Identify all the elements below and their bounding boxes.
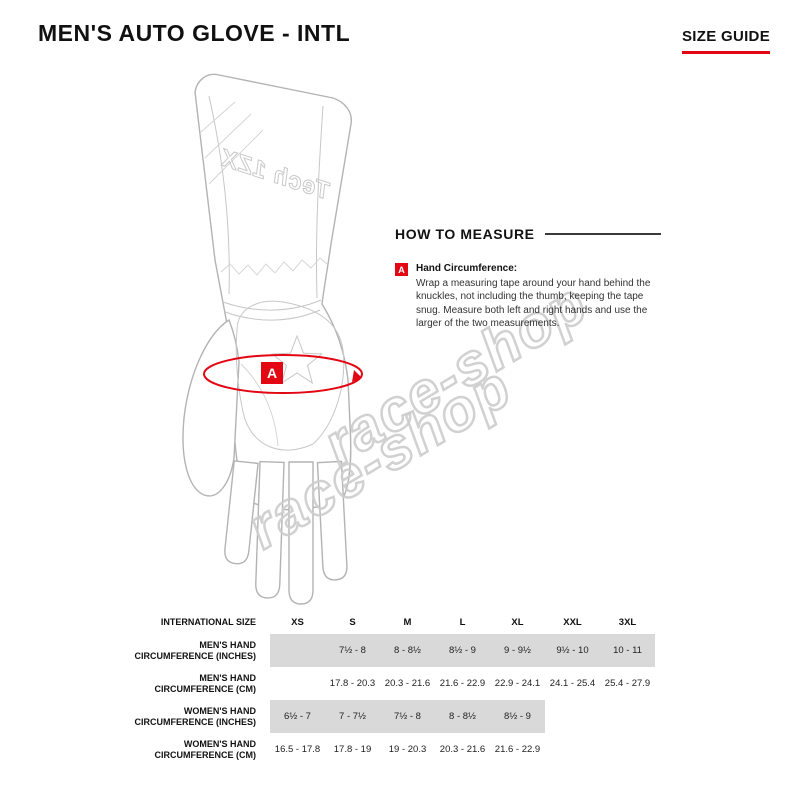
size-cell: 19 - 20.3	[388, 744, 427, 755]
size-cell	[600, 700, 655, 733]
measure-item-text: Wrap a measuring tape around your hand b…	[416, 277, 651, 330]
size-cell	[270, 634, 325, 667]
col-header-xxl: XXL	[563, 616, 582, 628]
glove-finger-index	[316, 460, 348, 581]
size-cell: 21.6 - 22.9	[439, 678, 486, 689]
glove-svg: Tech 1ZX A	[182, 73, 363, 605]
cuff-seam-left	[208, 95, 230, 295]
col-header-m: M	[403, 616, 412, 628]
col-header-l: L	[459, 616, 466, 628]
cuff-mesh-2	[204, 113, 252, 159]
col-header-xl: XL	[511, 616, 524, 628]
col-header-s: S	[349, 616, 356, 628]
size-cell	[600, 733, 655, 766]
size-guide: SIZE GUIDE	[681, 28, 770, 54]
size-cell: 7 - 7½	[325, 700, 380, 733]
measure-item-title: Hand Circumference:	[416, 263, 518, 274]
palm-pad	[235, 300, 345, 451]
size-cell: 20.3 - 21.6	[439, 744, 486, 755]
size-cell: 8½ - 9	[435, 634, 490, 667]
size-cell	[270, 667, 325, 700]
size-table: INTERNATIONAL SIZE XS S M L XL XXL 3XL M…	[112, 610, 655, 766]
size-cell: 17.8 - 20.3	[329, 678, 376, 689]
measurement-ellipse	[203, 354, 363, 394]
glove-finger-ring	[255, 460, 285, 599]
col-header-xs: XS	[291, 616, 304, 628]
star-logo-icon	[270, 334, 324, 385]
size-cell: 9½ - 10	[545, 634, 600, 667]
size-cell: 7½ - 8	[380, 700, 435, 733]
cuff-mesh-3	[208, 129, 264, 185]
how-to-measure-heading: HOW TO MEASURE	[395, 226, 535, 242]
size-cell: 25.4 - 27.9	[604, 678, 651, 689]
size-cell: 17.8 - 19	[333, 744, 372, 755]
col-header-international-size: INTERNATIONAL SIZE	[160, 616, 256, 627]
size-guide-label: SIZE GUIDE	[681, 28, 770, 45]
glove-marker-a-label: A	[267, 365, 277, 381]
stitch-zigzag	[220, 257, 328, 276]
size-cell: 8 - 8½	[435, 700, 490, 733]
row-label: WOMEN'S HAND CIRCUMFERENCE (CM)	[154, 738, 257, 760]
size-cell: 8½ - 9	[490, 700, 545, 733]
measurement-arrowhead-icon	[352, 370, 362, 382]
wrist-seam-2	[224, 309, 321, 321]
size-cell: 21.6 - 22.9	[494, 744, 541, 755]
size-cell: 10 - 11	[600, 634, 655, 667]
row-label: MEN'S HAND CIRCUMFERENCE (CM)	[154, 672, 257, 694]
size-cell: 22.9 - 24.1	[494, 678, 541, 689]
size-guide-underline	[681, 51, 770, 54]
page-title: MEN'S AUTO GLOVE - INTL	[38, 20, 351, 46]
size-cell: 9 - 9½	[490, 634, 545, 667]
row-label: WOMEN'S HAND CIRCUMFERENCE (INCHES)	[134, 705, 257, 727]
glove-finger-pinky	[224, 460, 259, 565]
row-label: MEN'S HAND CIRCUMFERENCE (INCHES)	[134, 639, 257, 661]
palm-seam	[240, 363, 279, 447]
size-cell: 7½ - 8	[325, 634, 380, 667]
col-header-3xl: 3XL	[618, 616, 637, 628]
glove-marker-a-box	[261, 362, 283, 384]
size-cell: 24.1 - 25.4	[549, 678, 596, 689]
glove-thumb	[182, 318, 240, 497]
cuff-mesh-1	[200, 101, 236, 133]
glove-illustration: Tech 1ZX A	[165, 62, 400, 617]
cuff-seam-right	[315, 105, 324, 299]
size-cell: 6½ - 7	[270, 700, 325, 733]
size-cell: 20.3 - 21.6	[384, 678, 431, 689]
wrist-seam-1	[222, 299, 322, 311]
how-to-measure-section: HOW TO MEASURE A Hand Circumference: Wra…	[395, 226, 661, 331]
size-cell	[545, 700, 600, 733]
size-cell	[545, 733, 600, 766]
size-cell: 8 - 8½	[380, 634, 435, 667]
heading-rule	[544, 233, 661, 235]
size-cell: 16.5 - 17.8	[274, 744, 321, 755]
glove-finger-middle	[288, 461, 314, 605]
measure-marker-a: A	[395, 263, 408, 276]
